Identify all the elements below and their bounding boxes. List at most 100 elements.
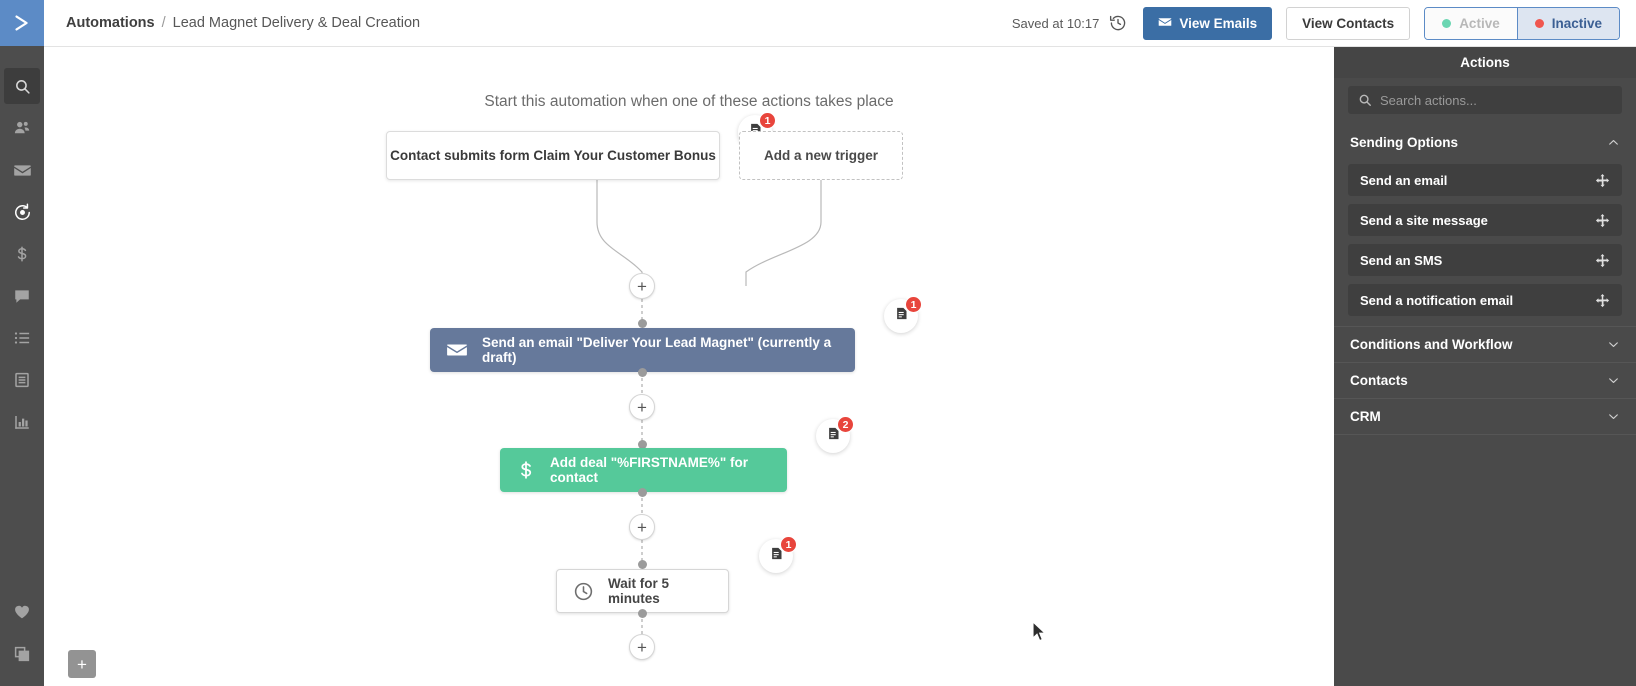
drag-move-icon[interactable] — [1595, 293, 1610, 308]
action-item-send-a-notification-email[interactable]: Send a notification email — [1348, 284, 1622, 316]
panel-bottom-divider — [1334, 434, 1636, 435]
note-icon — [894, 306, 909, 326]
copy-icon — [13, 645, 31, 663]
step-label: Add deal "%FIRSTNAME%" for contact — [550, 455, 749, 485]
step-note-badge-deal[interactable]: 2 — [816, 416, 854, 453]
toggle-inactive-label: Inactive — [1551, 15, 1602, 31]
connector-lines — [596, 180, 822, 636]
plus-icon: + — [77, 654, 87, 674]
add-new-trigger-node[interactable]: Add a new trigger — [739, 131, 903, 180]
heart-icon — [13, 603, 31, 621]
app-logo[interactable] — [0, 0, 44, 46]
sidebar-item-favorites[interactable] — [4, 594, 40, 630]
trigger-node-form-submit[interactable]: Contact submits form Claim Your Customer… — [386, 131, 720, 180]
view-contacts-button[interactable]: View Contacts — [1286, 6, 1411, 40]
envelope-icon — [13, 161, 32, 180]
sidebar-item-conversations[interactable] — [4, 278, 40, 314]
connector-dot-in-3 — [638, 560, 647, 569]
sidebar-item-lists[interactable] — [4, 320, 40, 356]
saved-status: Saved at 10:17 — [1011, 15, 1100, 31]
add-step-button-1[interactable]: + — [629, 273, 655, 299]
sidebar-item-apps[interactable] — [4, 636, 40, 672]
page-header: Automations / Lead Magnet Delivery & Dea… — [44, 0, 1636, 47]
toggle-inactive[interactable]: Inactive — [1516, 7, 1619, 39]
history-clock-icon[interactable] — [1109, 14, 1127, 32]
chevron-down-icon — [1607, 410, 1620, 423]
group-body-sending-options: Send an email Send a site message Send a… — [1334, 160, 1636, 326]
sidebar-item-deals[interactable] — [4, 236, 40, 272]
search-icon — [1358, 93, 1372, 107]
automation-canvas[interactable]: Start this automation when one of these … — [44, 47, 1334, 686]
breadcrumb-root[interactable]: Automations — [66, 15, 155, 31]
connector-dot-in-1 — [638, 319, 647, 328]
view-emails-label: View Emails — [1179, 15, 1258, 31]
search-input[interactable] — [1380, 92, 1612, 108]
sidebar-item-reports[interactable] — [4, 404, 40, 440]
actions-search-row — [1334, 78, 1636, 124]
chat-icon — [13, 287, 31, 305]
group-header-sending-options[interactable]: Sending Options — [1334, 124, 1636, 160]
header-actions: Saved at 10:17 View Emails View Contacts… — [1011, 6, 1636, 40]
dollar-icon — [13, 245, 31, 263]
clock-icon — [573, 581, 594, 602]
group-label: CRM — [1350, 409, 1381, 424]
toggle-active[interactable]: Active — [1425, 7, 1517, 39]
add-trigger-label: Add a new trigger — [763, 148, 878, 163]
sidebar-item-campaigns[interactable] — [4, 152, 40, 188]
sidebar-item-automations[interactable] — [4, 194, 40, 230]
status-toggle-group: Active Inactive — [1424, 6, 1620, 40]
add-step-button-3[interactable]: + — [629, 514, 655, 540]
status-dot-inactive — [1534, 18, 1544, 28]
search-icon — [14, 78, 31, 95]
step-node-add-deal[interactable]: Add deal "%FIRSTNAME%" for contact — [500, 448, 787, 492]
action-label: Send an email — [1360, 172, 1448, 188]
step-note-badge-wait[interactable]: 1 — [759, 536, 797, 573]
step-note-badge-email[interactable]: 1 — [884, 296, 922, 333]
connector-dot-out-2 — [638, 488, 647, 497]
sidebar-item-forms[interactable] — [4, 362, 40, 398]
actions-search-box[interactable] — [1348, 86, 1622, 114]
group-header-crm[interactable]: CRM — [1334, 398, 1636, 434]
group-header-contacts[interactable]: Contacts — [1334, 362, 1636, 398]
badge-count: 1 — [759, 112, 776, 129]
step-label: Wait for 5 minutes — [608, 576, 670, 606]
document-icon — [13, 371, 31, 389]
connector-dot-out-1 — [638, 368, 647, 377]
badge-count: 1 — [905, 296, 922, 313]
drag-move-icon[interactable] — [1595, 253, 1610, 268]
left-navigation-rail — [0, 0, 44, 686]
step-node-wait[interactable]: Wait for 5 minutes — [556, 569, 729, 613]
sidebar-item-contacts[interactable] — [4, 110, 40, 146]
add-step-button-2[interactable]: + — [629, 394, 655, 420]
envelope-icon — [446, 339, 468, 361]
view-emails-button[interactable]: View Emails — [1143, 6, 1273, 40]
toggle-active-label: Active — [1459, 15, 1500, 31]
chevron-down-icon — [1607, 338, 1620, 351]
plus-icon: + — [637, 637, 647, 657]
group-label: Conditions and Workflow — [1350, 337, 1513, 352]
action-item-send-an-email[interactable]: Send an email — [1348, 164, 1622, 196]
action-label: Send an SMS — [1360, 252, 1443, 268]
note-icon — [769, 546, 784, 566]
chevron-up-icon — [1607, 136, 1620, 149]
step-node-send-email[interactable]: Send an email "Deliver Your Lead Magnet"… — [430, 328, 855, 372]
connector-dot-in-2 — [638, 440, 647, 449]
sidebar-item-search[interactable] — [4, 68, 40, 104]
breadcrumb-current: Lead Magnet Delivery & Deal Creation — [172, 15, 421, 31]
action-item-send-a-site-message[interactable]: Send a site message — [1348, 204, 1622, 236]
plus-icon: + — [637, 276, 647, 296]
action-item-send-an-sms[interactable]: Send an SMS — [1348, 244, 1622, 276]
breadcrumb: Automations / Lead Magnet Delivery & Dea… — [66, 15, 420, 31]
add-step-button-4[interactable]: + — [629, 634, 655, 660]
canvas-zoom-in-button[interactable]: + — [68, 650, 96, 678]
breadcrumb-separator: / — [161, 15, 166, 31]
group-header-conditions-and-workflow[interactable]: Conditions and Workflow — [1334, 326, 1636, 362]
plus-icon: + — [637, 397, 647, 417]
connector-dot-out-3 — [638, 609, 647, 618]
step-label: Send an email "Deliver Your Lead Magnet"… — [482, 335, 832, 365]
drag-move-icon[interactable] — [1595, 213, 1610, 228]
list-icon — [13, 329, 31, 347]
group-label: Sending Options — [1350, 134, 1458, 150]
drag-move-icon[interactable] — [1595, 173, 1610, 188]
